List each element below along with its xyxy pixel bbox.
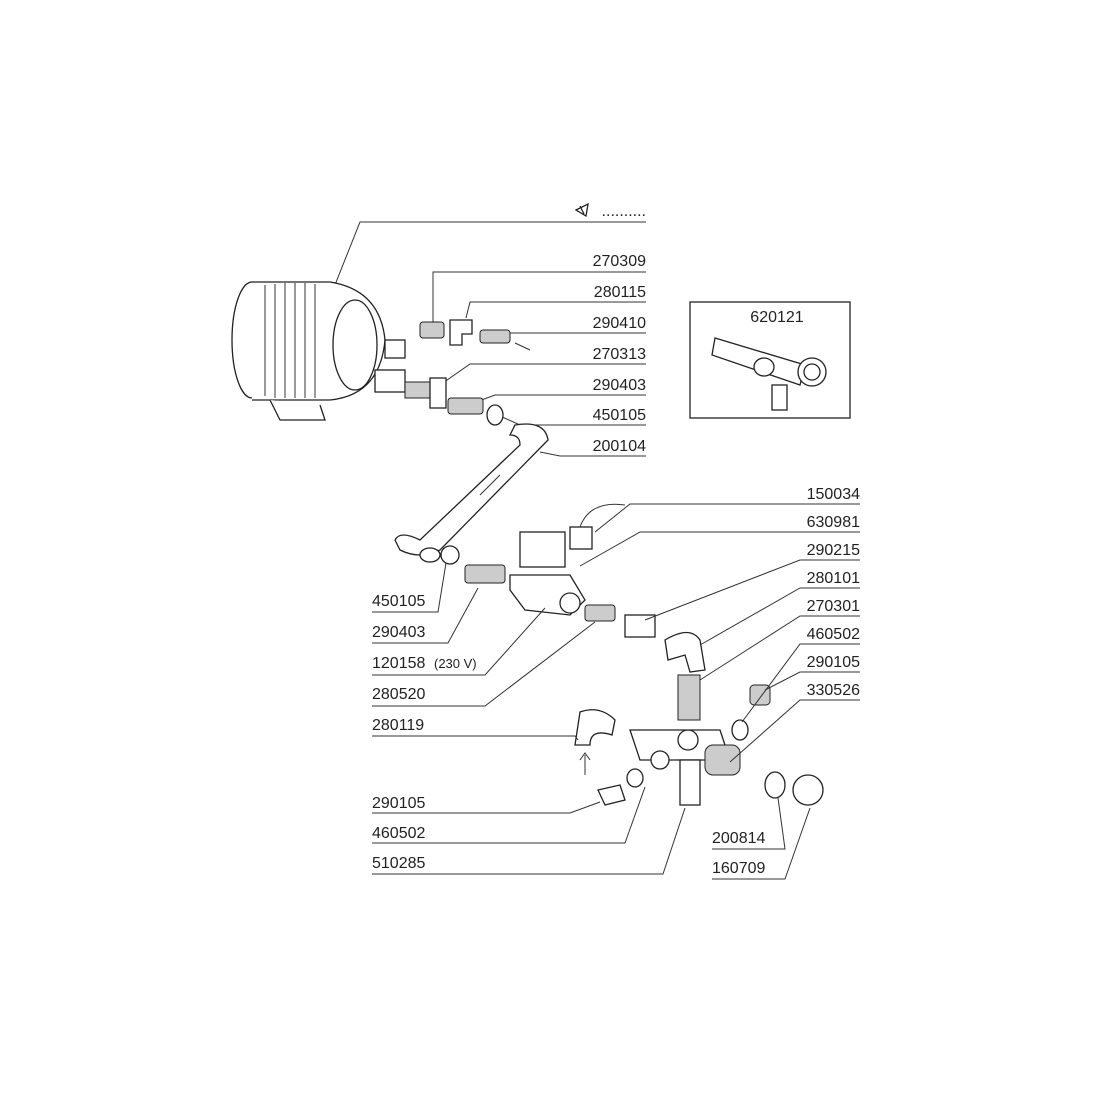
leader-bottom-right: [712, 797, 811, 880]
part-label: 290410: [593, 315, 646, 332]
pump-motor: [231, 281, 406, 421]
inset-box: [689, 301, 851, 419]
header-dots: ..........: [602, 203, 646, 220]
right-label-group: 270309 280115 290410 270313 290403 45010…: [429, 253, 646, 457]
part-label: 270313: [593, 346, 646, 363]
part-label: 280115: [594, 284, 646, 301]
part-label: 510285: [372, 855, 425, 872]
part-label: 200814: [712, 830, 765, 847]
part-label: 630981: [807, 514, 860, 531]
part-label: 330526: [807, 682, 860, 699]
inset-valve-assembly: [711, 337, 827, 411]
part-label: 450105: [372, 593, 425, 610]
top-fittings: [394, 319, 549, 556]
solenoid-valve: [419, 503, 706, 721]
part-label: 200104: [593, 438, 646, 455]
part-label: 290105: [372, 795, 425, 812]
part-label: 460502: [372, 825, 425, 842]
inset-label: 620121: [750, 309, 803, 326]
voltage-note: (230 V): [434, 656, 477, 671]
left-label-group: 450105 290403 120158 (230 V) 280520 2801…: [372, 562, 686, 875]
leader-motor: [324, 221, 646, 311]
manifold-block: [574, 684, 824, 806]
part-label: 270309: [593, 253, 646, 270]
part-label: 280101: [807, 570, 860, 587]
part-label: 120158: [372, 655, 425, 672]
part-label: 150034: [807, 486, 860, 503]
mid-right-label-group: 150034 630981 290215 280101 270301 46050…: [579, 486, 860, 763]
part-label: 280119: [372, 717, 424, 734]
part-label: 280520: [372, 686, 425, 703]
tool-icon: [574, 202, 589, 218]
part-label: 450105: [593, 407, 646, 424]
part-label: 290403: [372, 624, 425, 641]
part-label: 290215: [807, 542, 860, 559]
part-label: 460502: [807, 626, 860, 643]
part-label: 290105: [807, 654, 860, 671]
part-label: 270301: [807, 598, 860, 615]
part-label: 160709: [712, 860, 765, 877]
part-label: 290403: [593, 377, 646, 394]
